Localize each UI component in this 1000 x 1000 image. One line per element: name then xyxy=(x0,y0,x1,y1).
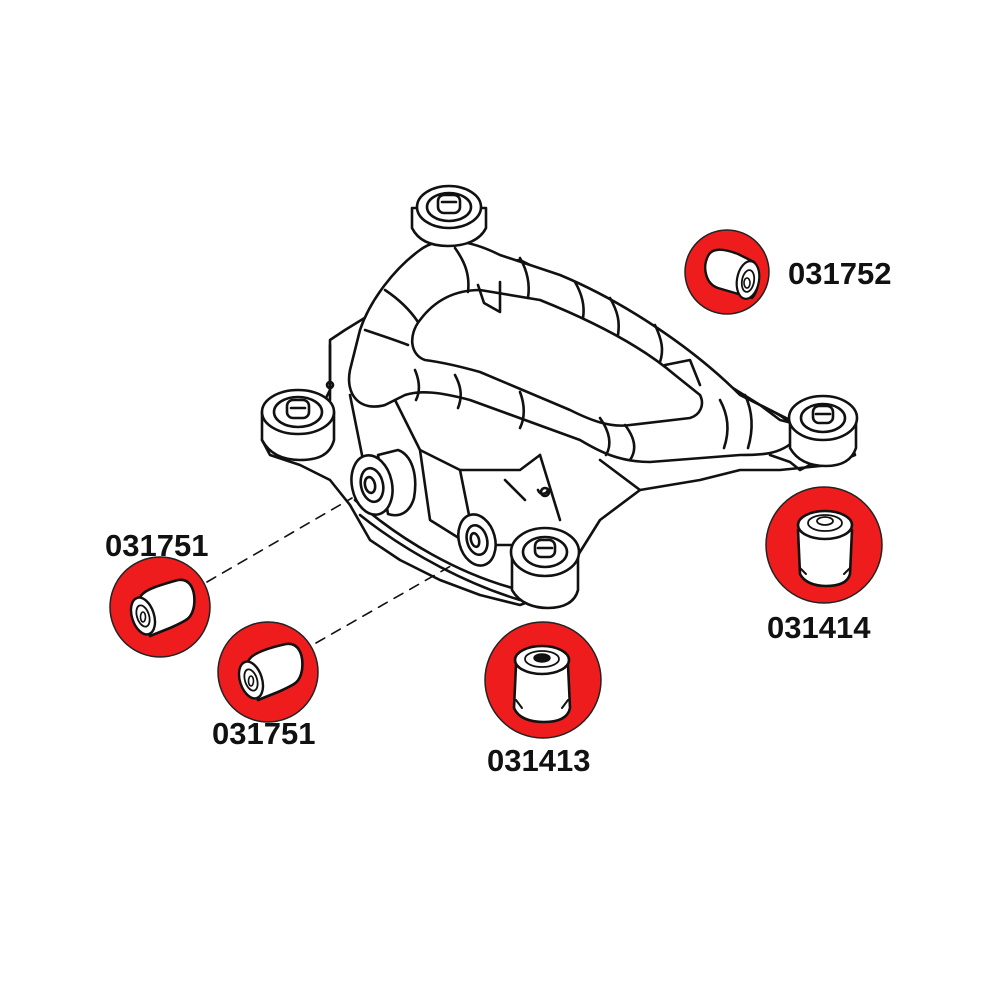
center-arm-bushing-icon xyxy=(457,513,497,567)
leader-line-lower xyxy=(315,562,457,644)
leader-lines xyxy=(206,497,457,644)
top-mount-bushing-icon xyxy=(410,184,488,248)
part-number-label-031413: 031413 xyxy=(487,743,591,778)
callout-031414-icon xyxy=(765,486,883,604)
part-number-label-031752: 031752 xyxy=(788,256,892,291)
front-mount-bushing-icon xyxy=(509,526,581,610)
part-number-label-031414: 031414 xyxy=(767,610,871,645)
callout-031751-upper-icon xyxy=(109,556,211,658)
part-number-label-031751-lower: 031751 xyxy=(212,716,316,751)
left-mount-bushing-icon xyxy=(260,388,336,462)
callout-031751-lower-icon xyxy=(217,621,319,723)
leader-line-upper xyxy=(206,497,353,583)
front-left-arm-bushing-icon xyxy=(350,448,417,517)
callout-031413-icon xyxy=(484,621,602,739)
callout-031752-icon xyxy=(684,229,770,315)
right-mount-bushing-icon xyxy=(787,394,859,468)
part-number-label-031751-upper: 031751 xyxy=(105,528,209,563)
